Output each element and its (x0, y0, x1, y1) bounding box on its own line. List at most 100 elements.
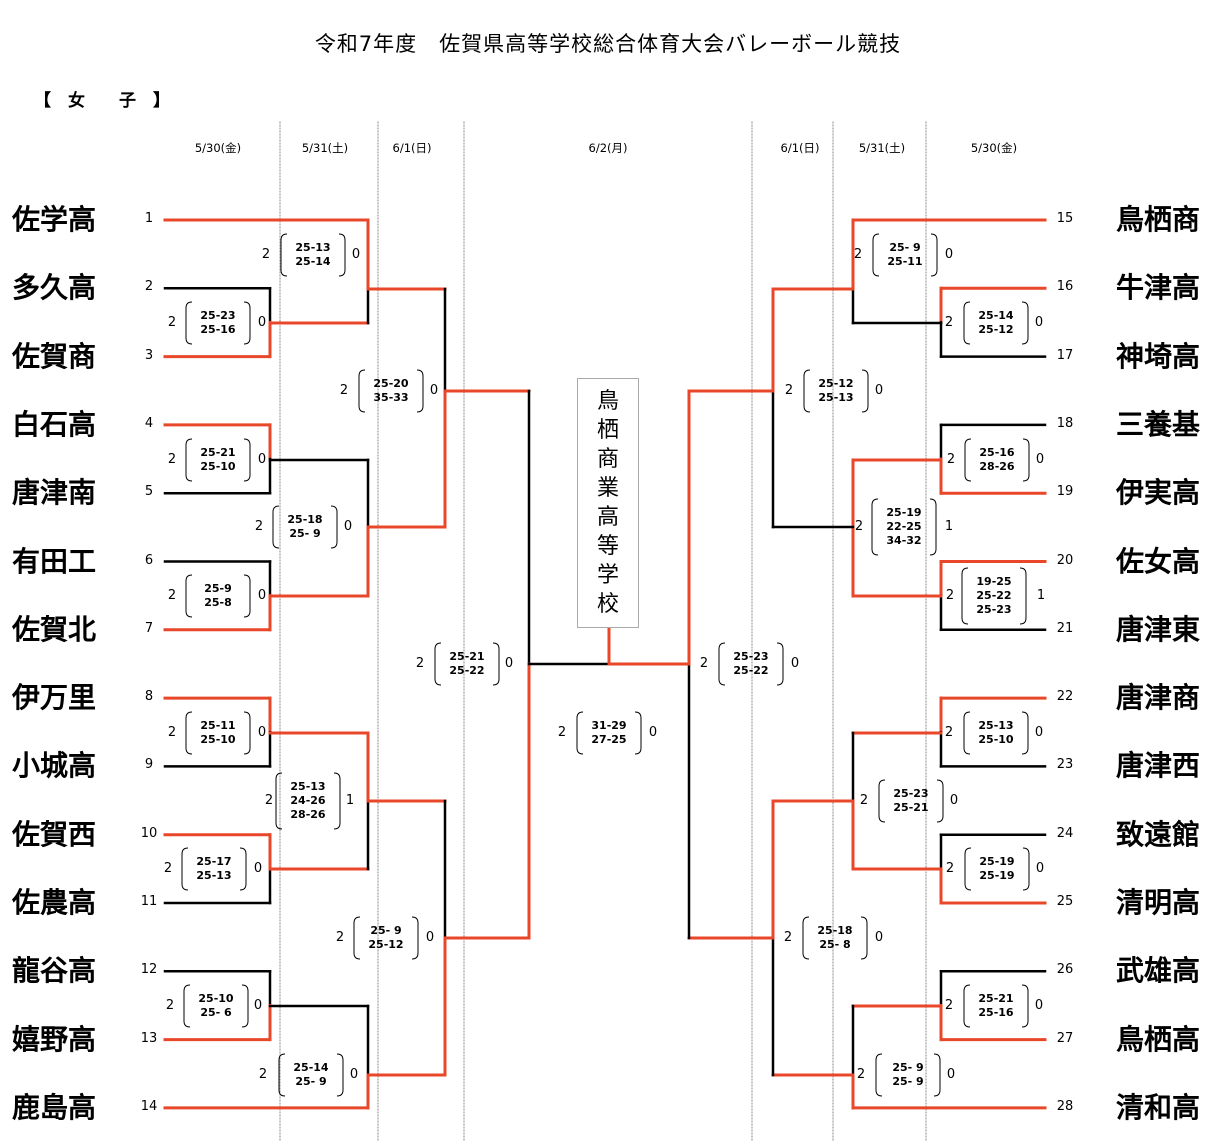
score-bracket-close (243, 301, 251, 345)
sets-won-loser: 0 (425, 930, 435, 945)
score-bracket-open (353, 916, 361, 960)
date-right-round3: 6/1(日) (780, 141, 820, 155)
team-name: 三養基 (1115, 407, 1200, 441)
score-bracket-close (930, 233, 938, 277)
set-score: 25-21 (449, 650, 485, 663)
sets-won-loser: 0 (944, 247, 954, 262)
team-number: 2 (144, 279, 154, 295)
sets-won-loser: 0 (257, 588, 267, 603)
team-name: 神埼高 (1115, 339, 1200, 373)
sets-won-loser: 0 (253, 998, 263, 1013)
team-name: 鳥栖商 (1115, 203, 1200, 236)
team-number: 9 (144, 757, 154, 773)
score-bracket-close (241, 984, 249, 1028)
sets-won-winner: 2 (335, 930, 345, 945)
team-number: 6 (144, 552, 154, 568)
set-score: 28-26 (290, 808, 326, 821)
team-number: 10 (140, 825, 158, 841)
score-bracket-close (330, 505, 338, 549)
score-bracket-close (936, 779, 944, 823)
team-name: 伊万里 (12, 681, 97, 715)
sets-won-loser: 0 (648, 725, 658, 740)
set-score: 19-25 (976, 575, 1012, 588)
sets-won-loser: 0 (429, 383, 439, 398)
score-bracket-open (181, 847, 189, 891)
score-bracket-open (871, 498, 879, 556)
score-bracket-open (434, 642, 442, 686)
score-bracket-close (933, 1053, 941, 1097)
set-score: 25-16 (978, 1006, 1014, 1019)
score-bracket-open (718, 642, 726, 686)
set-score: 24-26 (290, 794, 326, 807)
set-score: 25- 9 (295, 1075, 327, 1088)
score-bracket-open (275, 772, 283, 830)
sets-won-loser: 0 (351, 247, 361, 262)
team-number: 5 (144, 484, 154, 500)
sets-won-loser: 0 (343, 519, 353, 534)
team-number: 23 (1056, 757, 1074, 773)
sets-won-winner: 2 (167, 588, 177, 603)
score-bracket-open (875, 1053, 883, 1097)
team-number: 14 (140, 1098, 158, 1114)
team-name: 白石高 (12, 407, 97, 441)
date-final: 6/2(月) (588, 141, 628, 155)
set-score: 25-23 (976, 603, 1012, 616)
team-name: 佐女高 (1115, 544, 1200, 578)
set-score: 25-11 (887, 255, 923, 268)
score-bracket-open (185, 438, 193, 482)
team-name: 致遠館 (1115, 817, 1200, 851)
score-bracket-open (185, 301, 193, 345)
sets-won-winner: 2 (859, 793, 869, 808)
score-bracket-close (1019, 567, 1027, 625)
division-label: 【 女 子 】 (34, 91, 170, 111)
date-right-round2: 5/31(土) (858, 141, 906, 155)
set-score: 25-23 (893, 787, 929, 800)
score-bracket-close (243, 574, 251, 618)
team-number: 12 (140, 962, 158, 978)
team-name: 佐賀西 (12, 817, 97, 851)
sets-won-winner: 2 (784, 383, 794, 398)
score-bracket-close (411, 916, 419, 960)
set-score: 25- 6 (200, 1006, 232, 1019)
sets-won-winner: 2 (783, 930, 793, 945)
champion-box: 鳥栖商業高等学校 (577, 378, 639, 628)
set-score: 25-13 (290, 780, 326, 793)
score-bracket-open (185, 711, 193, 755)
set-score: 25-18 (287, 513, 323, 526)
set-score: 25-12 (978, 323, 1014, 336)
team-name: 唐津南 (12, 476, 97, 510)
sets-won-winner: 2 (699, 656, 709, 671)
team-name: 佐賀商 (12, 339, 97, 373)
team-number: 24 (1056, 825, 1074, 841)
set-score: 22-25 (886, 520, 922, 533)
set-score: 35-33 (373, 391, 409, 404)
score-bracket-open (963, 711, 971, 755)
score-bracket-open (964, 847, 972, 891)
sets-won-winner: 2 (415, 656, 425, 671)
set-score: 25-22 (733, 664, 769, 677)
team-name: 清和高 (1115, 1090, 1200, 1124)
team-name: 鳥栖高 (1115, 1022, 1200, 1056)
set-score: 25-21 (978, 992, 1014, 1005)
team-name: 龍谷高 (12, 954, 97, 988)
date-left-round1: 5/30(金) (194, 141, 242, 155)
team-name: 牛津高 (1115, 271, 1200, 305)
score-bracket-open (963, 984, 971, 1028)
score-bracket-close (1022, 438, 1030, 482)
sets-won-winner: 2 (261, 247, 271, 262)
